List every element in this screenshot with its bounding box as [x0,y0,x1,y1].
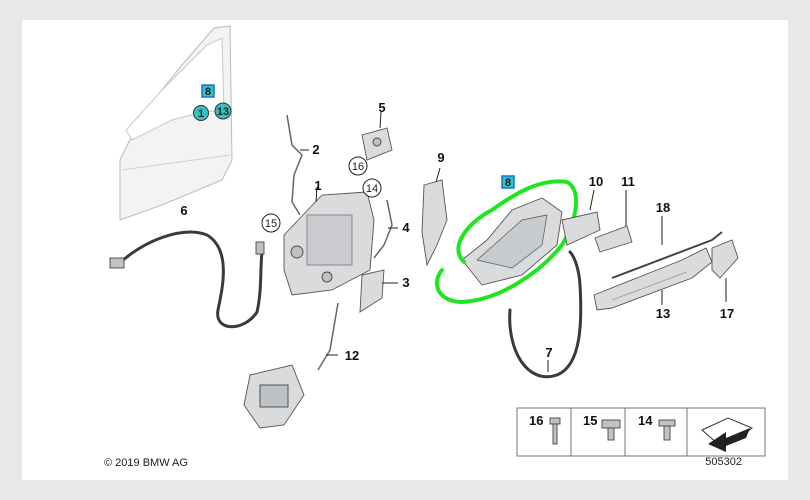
screw-16-icon [549,417,561,425]
callout-6: 6 [180,203,187,218]
seal-part-18 [611,231,723,279]
callout-2: 2 [312,142,319,157]
highlight-outline [434,179,579,305]
parts-diagram: 8 1 13 6 1 2 15 14 5 16 4 [104,25,766,469]
rod-part-2 [286,114,303,216]
callout-15: 15 [265,218,277,230]
callout-14: 14 [366,183,378,195]
bracket-part-3 [359,269,385,313]
screw-15-icon [601,419,621,429]
callout-10: 10 [589,174,603,189]
door-marker-1[interactable]: 1 [193,105,209,121]
callout-13: 13 [656,306,670,321]
callout-7: 7 [545,345,552,360]
door-marker-8[interactable]: 8 [201,84,215,98]
door-marker-1-label: 1 [198,108,204,120]
carrier-part-9 [421,179,448,267]
diagram-number: 505302 [705,456,742,468]
callout-4: 4 [402,220,410,235]
callout-9: 9 [437,150,444,165]
door-panel [119,25,233,221]
handle-carrier-part-8 [461,197,563,286]
direction-arrow-icon [701,417,753,452]
legend-label-16: 16 [529,413,543,428]
callout-16: 16 [352,161,364,173]
fastener-legend: 16 15 14 [516,407,766,457]
callout-8: 8 [505,177,511,189]
door-marker-8-label: 8 [205,86,211,98]
legend-label-14: 14 [638,413,653,428]
end-cap-part-17 [711,239,739,279]
rod-part-4 [373,199,393,259]
gasket-part-11 [594,225,633,253]
actuator-part-12 [243,302,339,429]
cable-part-7 [508,250,583,379]
cable-part-6 [109,230,265,329]
copyright-text: © 2019 BMW AG [104,457,188,469]
door-marker-13-label: 13 [217,106,229,118]
callout-1: 1 [314,178,321,193]
callout-5: 5 [378,100,385,115]
legend-label-15: 15 [583,413,597,428]
callout-18: 18 [656,200,670,215]
callout-11: 11 [621,174,635,189]
door-marker-13[interactable]: 13 [214,102,232,120]
handle-part-13 [593,247,713,311]
callout-12: 12 [345,348,359,363]
diagram-frame: 8 1 13 6 1 2 15 14 5 16 4 [22,20,788,480]
callout-17: 17 [720,306,734,321]
cap-part-10 [561,211,601,246]
screw-14-icon [658,419,676,427]
striker-part-5 [361,127,393,161]
lock-part-1 [283,191,375,296]
callout-3: 3 [402,275,409,290]
callout-8-box[interactable] [501,175,515,189]
